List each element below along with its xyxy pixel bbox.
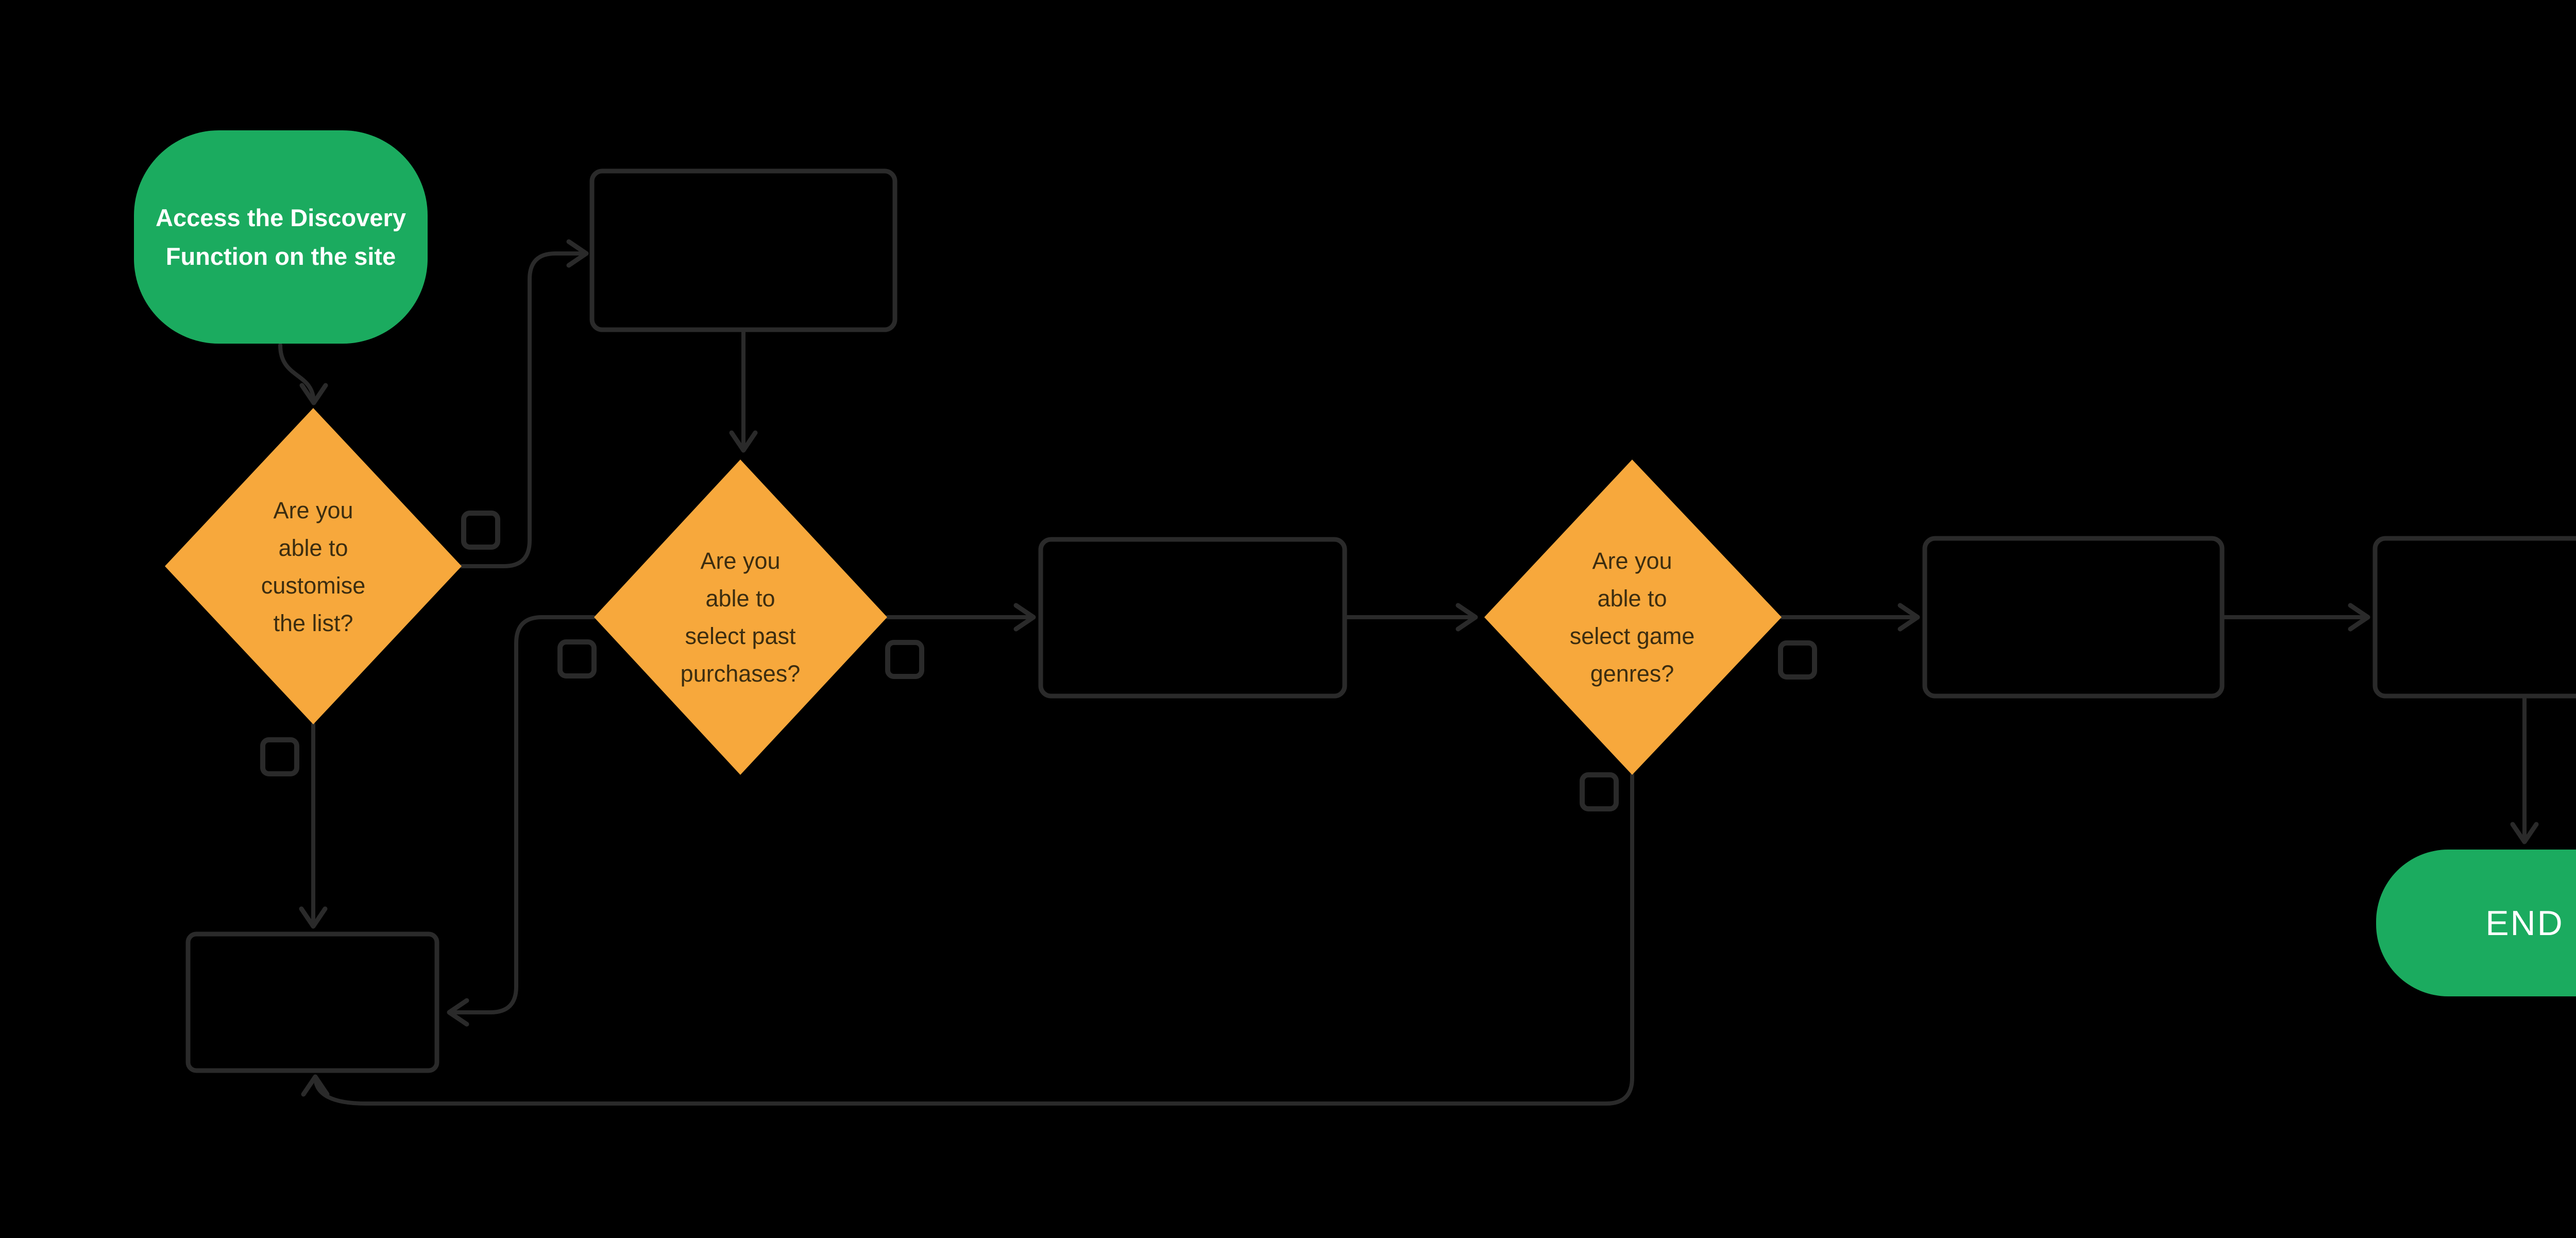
edge-label-placeholder[interactable]: [885, 640, 924, 679]
start-node-label-line2: Function on the site: [165, 243, 396, 270]
edge-decision-past-purchases-to-fallback[interactable]: [447, 615, 596, 1027]
edge-label-placeholder[interactable]: [557, 639, 597, 679]
end-node[interactable]: END: [2376, 850, 2576, 996]
edge-decision-customise-to-process-1[interactable]: [460, 239, 589, 568]
process-node-fallback[interactable]: [185, 931, 439, 1073]
edge-label-placeholder[interactable]: [260, 737, 299, 776]
process-node-3[interactable]: [1922, 536, 2225, 699]
start-node[interactable]: Access the Discovery Function on the sit…: [134, 130, 428, 344]
edge-label-placeholder[interactable]: [1580, 772, 1619, 811]
edge-start-to-decision-customise[interactable]: [278, 343, 328, 405]
edge-decision-game-genres-to-fallback[interactable]: [301, 773, 1634, 1106]
process-node-2[interactable]: [1038, 537, 1347, 699]
process-node-1[interactable]: [589, 168, 897, 332]
edge-label-placeholder[interactable]: [461, 511, 500, 550]
decision-node-game-genres[interactable]: [1484, 460, 1782, 775]
process-node-4[interactable]: [2372, 536, 2576, 699]
decision-node-customise[interactable]: [165, 408, 462, 724]
edge-label-placeholder[interactable]: [1778, 640, 1817, 680]
decision-node-past-purchases[interactable]: [594, 460, 887, 775]
end-node-label: END: [2485, 903, 2564, 943]
start-node-label-line1: Access the Discovery: [156, 204, 406, 231]
